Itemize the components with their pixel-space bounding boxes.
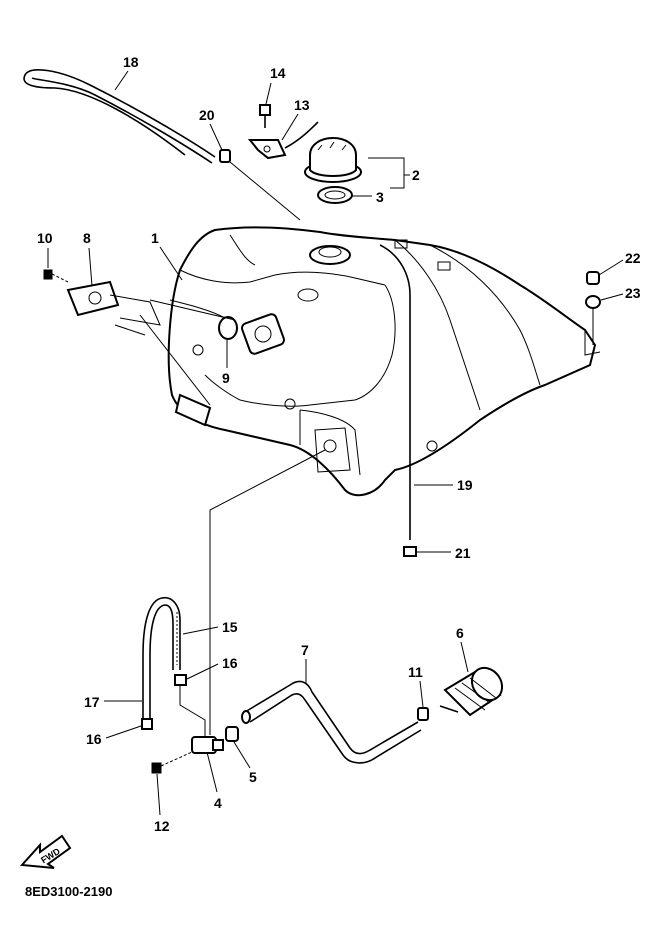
fuel-pipe bbox=[241, 680, 422, 764]
callout-3: 3 bbox=[376, 189, 384, 205]
callout-16-upper: 16 bbox=[222, 655, 238, 671]
fuel-cap bbox=[304, 136, 362, 183]
callout-11: 11 bbox=[408, 664, 423, 680]
damper bbox=[585, 271, 601, 345]
callout-18: 18 bbox=[123, 54, 139, 70]
callout-17: 17 bbox=[84, 694, 100, 710]
fuel-hose bbox=[141, 596, 206, 740]
forward-arrow-icon: FWD bbox=[19, 834, 72, 869]
overflow-hose bbox=[379, 244, 417, 557]
drawing-code: 8ED3100-2190 bbox=[25, 884, 113, 899]
cap-gasket bbox=[317, 186, 353, 204]
bracket bbox=[247, 121, 319, 160]
callout-22: 22 bbox=[625, 250, 641, 266]
callout-9: 9 bbox=[222, 370, 230, 386]
callout-12: 12 bbox=[154, 818, 170, 834]
callout-7: 7 bbox=[301, 642, 309, 658]
callout-20: 20 bbox=[199, 107, 215, 123]
callout-14: 14 bbox=[270, 65, 286, 81]
leader-line bbox=[229, 161, 301, 221]
callout-15: 15 bbox=[222, 619, 238, 635]
fuel-cock bbox=[151, 736, 224, 774]
hose-clamp bbox=[417, 707, 429, 721]
callout-10: 10 bbox=[37, 230, 53, 246]
fuel-sender bbox=[66, 280, 236, 406]
callouts: 1 2 3 4 5 6 7 8 9 10 11 12 13 bbox=[37, 54, 641, 834]
hose-clip bbox=[219, 149, 231, 163]
callout-6: 6 bbox=[456, 625, 464, 641]
callout-23: 23 bbox=[625, 285, 641, 301]
callout-5: 5 bbox=[249, 769, 257, 785]
callout-2: 2 bbox=[412, 167, 420, 183]
callout-19: 19 bbox=[457, 477, 473, 493]
fuel-filter bbox=[439, 666, 504, 717]
callout-1: 1 bbox=[151, 230, 159, 246]
hose-joint bbox=[225, 726, 239, 742]
callout-4: 4 bbox=[214, 795, 222, 811]
callout-21: 21 bbox=[455, 545, 471, 561]
callout-8: 8 bbox=[83, 230, 91, 246]
leader-line bbox=[209, 449, 326, 735]
fuel-tank bbox=[167, 226, 601, 497]
callout-13: 13 bbox=[294, 97, 310, 113]
screw bbox=[43, 269, 69, 283]
breather-hose bbox=[23, 69, 216, 164]
bolt bbox=[259, 104, 271, 128]
callout-16-lower: 16 bbox=[86, 731, 102, 747]
